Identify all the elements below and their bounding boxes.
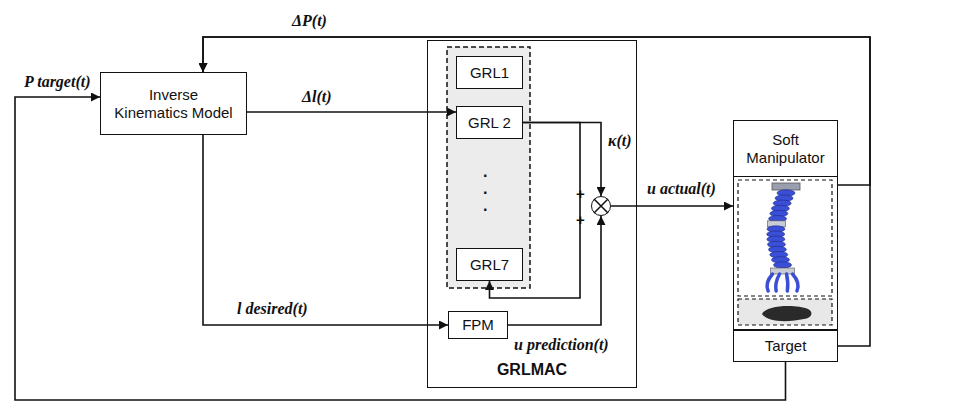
box-text: Target — [765, 337, 807, 355]
controller-title: GRLMAC — [428, 360, 636, 379]
model-box: Inverse Kinematics Model — [100, 72, 247, 135]
manipulator-title: Soft Manipulator — [740, 131, 831, 167]
signal-connector — [15, 97, 786, 400]
gripper-finger — [767, 274, 773, 291]
bellows-ring — [774, 262, 792, 268]
ellipsis-dot: · — [483, 168, 488, 184]
sign-label: + — [576, 185, 585, 203]
gripper-base — [771, 268, 795, 274]
gripper-finger — [776, 274, 780, 291]
junction-cross-lines — [594, 199, 608, 213]
sign-label: + — [576, 211, 585, 229]
signal-connector — [523, 123, 601, 197]
gripper-finger — [787, 274, 788, 291]
process-box: GRL7 — [456, 248, 523, 281]
box-text: FPM — [462, 316, 494, 334]
process-box: FPM — [448, 311, 508, 339]
signal-connector — [247, 111, 456, 113]
box-text: Inverse Kinematics Model — [111, 86, 236, 122]
grl-group-box — [447, 47, 530, 288]
signal-label: u actual(t) — [645, 180, 718, 198]
signal-connector — [203, 37, 870, 346]
manipulator-region — [738, 180, 832, 296]
box-text: GRL 2 — [468, 114, 511, 132]
box-text: GRL7 — [470, 256, 509, 274]
ellipsis-dot: · — [483, 185, 488, 201]
manipulator-illustration — [734, 177, 836, 327]
signal-label: κ(t) — [606, 132, 634, 150]
box-text: GRL1 — [470, 64, 509, 82]
manipulator-box: Soft Manipulator — [733, 120, 838, 330]
signal-connector — [611, 205, 733, 207]
target-region — [738, 299, 832, 325]
signal-connector — [203, 135, 448, 325]
signal-connector — [203, 37, 870, 185]
signal-label: u prediction(t) — [512, 336, 611, 354]
gripper-finger — [793, 274, 799, 291]
junction-cross — [591, 196, 611, 216]
signal-label: P target(t) — [22, 73, 93, 91]
mount-plate — [772, 183, 800, 190]
signal-label: Δl(t) — [300, 88, 334, 106]
summing-junction: ++ — [591, 196, 611, 216]
signal-label: ΔP(t) — [290, 12, 329, 30]
process-box: GRL 2 — [456, 106, 523, 139]
signal-label: l desired(t) — [235, 300, 310, 318]
manipulator-heading: Soft Manipulator — [734, 121, 837, 177]
target-object — [762, 306, 811, 321]
process-box: GRL1 — [456, 56, 523, 89]
target-box: Target — [733, 330, 838, 362]
ellipsis-dot: · — [483, 202, 488, 218]
